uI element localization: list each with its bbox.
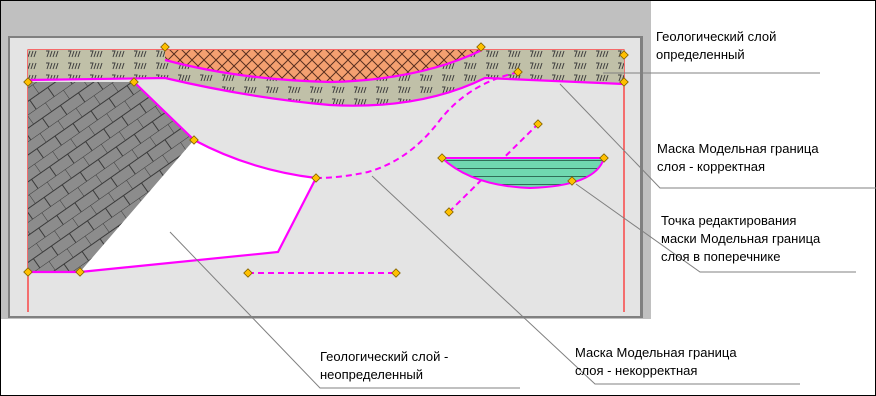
leader-lines [169, 72, 876, 389]
leader-mask-correct [559, 83, 876, 189]
label-undefined-layer: Геологический слой - неопределенный [320, 349, 449, 382]
edit-point[interactable] [160, 42, 170, 52]
edit-point[interactable] [311, 173, 321, 183]
edit-points[interactable] [23, 42, 629, 278]
label-defined-layer: Геологический слой определенный [656, 29, 777, 62]
undefined-layer[interactable] [80, 140, 316, 272]
edit-point[interactable] [619, 50, 629, 60]
edit-point[interactable] [619, 77, 629, 87]
edit-point[interactable] [129, 77, 139, 87]
edit-point[interactable] [533, 119, 543, 129]
edit-point[interactable] [23, 267, 33, 277]
edit-point[interactable] [437, 153, 447, 163]
leader-mask-incorrect [371, 175, 800, 385]
mask-boundary-incorrect [315, 71, 521, 179]
soil-boundary [27, 76, 625, 107]
lens-boundary [164, 49, 483, 84]
water-lens[interactable] [439, 157, 606, 190]
brick-layer[interactable] [28, 82, 194, 272]
edit-point[interactable] [567, 176, 577, 186]
label-edit-point: Точка редактирования маски Модельная гра… [661, 213, 821, 264]
edit-point[interactable] [599, 153, 609, 163]
edit-point[interactable] [75, 267, 85, 277]
edit-point[interactable] [513, 67, 523, 77]
leader-undefined-layer [169, 231, 520, 389]
label-mask-correct: Маска Модельная граница слоя - корректна… [657, 141, 819, 174]
edit-point[interactable] [23, 77, 33, 87]
leader-edit-point [575, 183, 856, 273]
edit-point[interactable] [189, 135, 199, 145]
label-mask-incorrect: Маска Модельная граница слоя - некоррект… [575, 345, 737, 378]
edit-point[interactable] [243, 268, 253, 278]
edit-point[interactable] [476, 42, 486, 52]
edit-point[interactable] [391, 268, 401, 278]
edit-point[interactable] [444, 207, 454, 217]
